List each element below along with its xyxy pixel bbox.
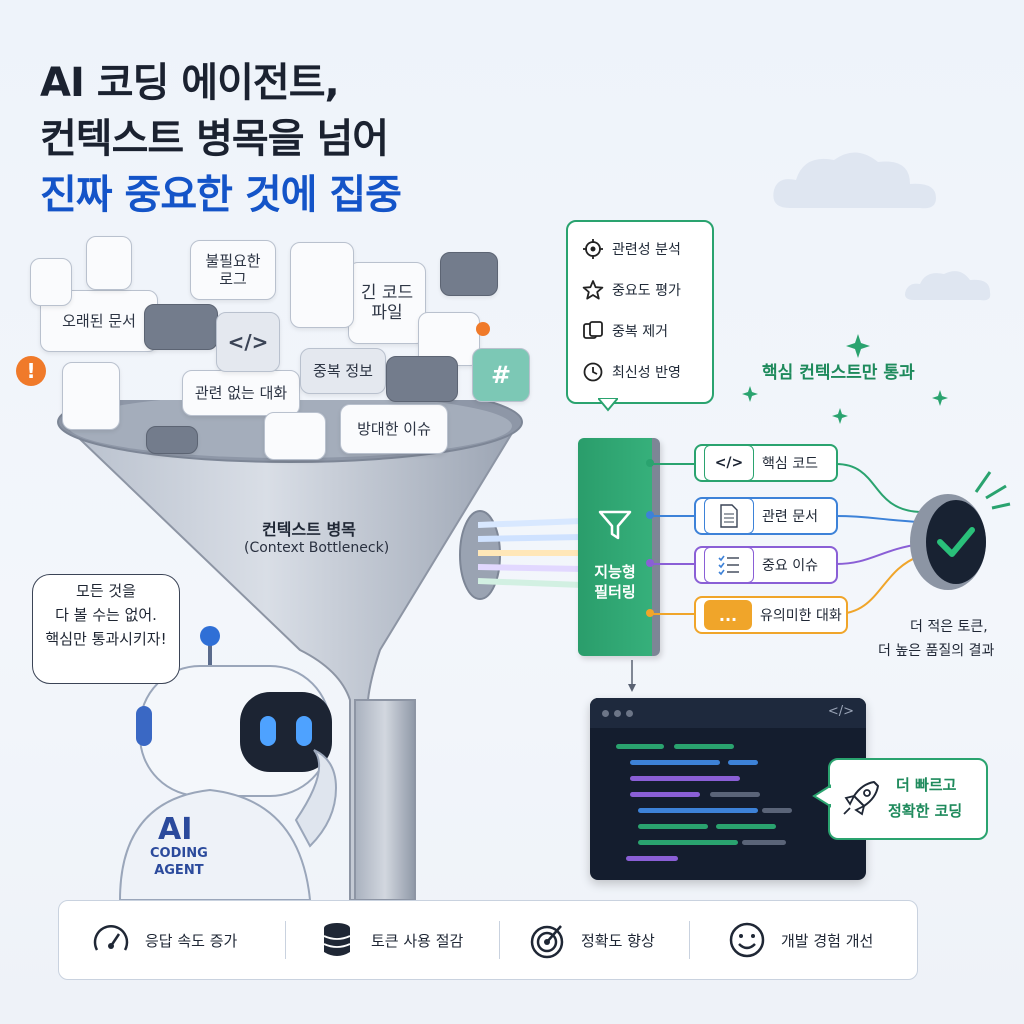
code-window-titlebar: </> bbox=[590, 698, 866, 728]
criteria-label: 관련성 분석 bbox=[612, 242, 681, 258]
result-line-1: 더 적은 토큰, bbox=[910, 619, 988, 635]
benefit-label: 토큰 사용 절감 bbox=[371, 931, 464, 950]
benefit-label: 정확도 향상 bbox=[581, 931, 655, 950]
robot-agent bbox=[118, 626, 338, 900]
criteria-dedup: 중복 제거 bbox=[582, 320, 668, 342]
title-line-1: AI 코딩 에이전트, bbox=[40, 60, 340, 106]
chat-bubble-dark-4 bbox=[146, 426, 198, 454]
benefit-accuracy: 정확도 향상 bbox=[527, 901, 655, 979]
note-long-code-file: 긴 코드 파일 bbox=[348, 262, 426, 344]
code-note: </> bbox=[216, 312, 280, 372]
crosshair-icon bbox=[583, 239, 603, 259]
funnel-label: 컨텍스트 병목 bbox=[262, 520, 356, 539]
note-duplicate-info: 중복 정보 bbox=[300, 348, 386, 394]
checklist-icon bbox=[704, 547, 754, 583]
criteria-label: 중복 제거 bbox=[612, 324, 668, 340]
result-check-badge bbox=[910, 471, 1011, 590]
output-label: 중요 이슈 bbox=[762, 558, 818, 574]
robot-speech-bubble: 모든 것을 다 볼 수는 없어. 핵심만 통과시키자! bbox=[32, 574, 180, 684]
output-key-issues: 중요 이슈 bbox=[694, 546, 838, 584]
cloud-icon bbox=[773, 152, 936, 209]
criteria-label: 최신성 반영 bbox=[612, 365, 681, 381]
divider bbox=[689, 921, 690, 959]
chat-bubble-dark-2 bbox=[440, 252, 498, 296]
note-unneeded-logs: 불필요한 로그 bbox=[190, 240, 276, 300]
hash-note: # bbox=[472, 348, 530, 402]
window-dot bbox=[602, 710, 609, 717]
menu-pointer bbox=[598, 398, 618, 412]
doc-note-1 bbox=[290, 242, 354, 328]
light-beams bbox=[478, 518, 582, 588]
output-related-docs: 관련 문서 bbox=[694, 497, 838, 535]
doc-note-3 bbox=[86, 236, 132, 290]
image-note-2 bbox=[264, 412, 326, 460]
criteria-label: 중요도 평가 bbox=[612, 283, 681, 299]
rocket-icon bbox=[843, 781, 879, 816]
sparkle-icons bbox=[742, 334, 948, 424]
output-meaningful-chat: ... 유의미한 대화 bbox=[694, 596, 848, 634]
robot-chest-sub: CODING AGENT bbox=[150, 846, 208, 878]
divider bbox=[499, 921, 500, 959]
window-dot bbox=[626, 710, 633, 717]
intelligent-filter: 지능형 필터링 bbox=[578, 438, 660, 656]
down-arrow-icon bbox=[628, 660, 636, 692]
output-label: 핵심 코드 bbox=[762, 456, 818, 472]
benefit-tokens: 토큰 사용 절감 bbox=[317, 901, 463, 979]
benefit-speed: 응답 속도 증가 bbox=[91, 901, 237, 979]
doc-note-4 bbox=[62, 362, 120, 430]
chat-icon: ... bbox=[704, 600, 752, 630]
filter-funnel-icon bbox=[598, 510, 632, 540]
output-core-code: </> 핵심 코드 bbox=[694, 444, 838, 482]
alert-icon: ! bbox=[16, 356, 46, 386]
star-icon bbox=[582, 280, 604, 300]
doc-note-2 bbox=[30, 258, 72, 306]
output-connectors bbox=[650, 463, 921, 615]
criteria-importance: 중요도 평가 bbox=[582, 279, 681, 301]
benefits-bar: 응답 속도 증가 토큰 사용 절감 정확도 향상 개발 경험 개선 bbox=[58, 900, 918, 980]
benefit-label: 응답 속도 증가 bbox=[145, 931, 238, 950]
output-label: 유의미한 대화 bbox=[760, 608, 842, 624]
cloud-small-icon bbox=[905, 271, 991, 301]
funnel-label-en: (Context Bottleneck) bbox=[244, 540, 390, 556]
benefit-label: 개발 경험 개선 bbox=[781, 931, 874, 950]
title-line-2: 컨텍스트 병목을 넘어 bbox=[40, 116, 389, 162]
criteria-relevance: 관련성 분석 bbox=[582, 238, 681, 260]
note-huge-issues: 방대한 이슈 bbox=[340, 404, 448, 454]
speedometer-icon bbox=[93, 925, 129, 951]
rocket-bubble: 더 빠르고 정확한 코딩 bbox=[828, 758, 988, 840]
code-icon: </> bbox=[704, 445, 754, 481]
criteria-recency: 최신성 반영 bbox=[582, 361, 681, 383]
target-icon bbox=[530, 925, 564, 959]
document-icon bbox=[704, 498, 754, 534]
rocket-line-1: 더 빠르고 bbox=[896, 776, 957, 794]
filter-label: 지능형 필터링 bbox=[594, 563, 636, 602]
dedup-icon bbox=[583, 321, 603, 339]
benefit-dev-experience: 개발 경험 개선 bbox=[727, 901, 873, 979]
rocket-bubble-tail bbox=[812, 784, 832, 808]
filter-criteria-panel: 관련성 분석 중요도 평가 중복 제거 최신성 반영 bbox=[566, 220, 714, 404]
smile-icon bbox=[729, 922, 765, 958]
robot-chest-title: AI bbox=[158, 812, 193, 847]
chat-bubble-dark-3 bbox=[386, 356, 458, 402]
title-line-3: 진짜 중요한 것에 집중 bbox=[40, 172, 402, 218]
code-editor-window: </> bbox=[590, 698, 866, 880]
clock-icon bbox=[583, 362, 603, 382]
divider bbox=[285, 921, 286, 959]
result-line-2: 더 높은 품질의 결과 bbox=[878, 643, 995, 659]
database-icon bbox=[323, 923, 351, 956]
rocket-line-2: 정확한 코딩 bbox=[888, 802, 963, 820]
pass-label: 핵심 컨텍스트만 통과 bbox=[762, 363, 915, 383]
chat-bubble-dark-1 bbox=[144, 304, 218, 350]
note-irrelevant-chat: 관련 없는 대화 bbox=[182, 370, 300, 416]
code-tag-icon: </> bbox=[827, 704, 854, 719]
window-dot bbox=[614, 710, 621, 717]
output-label: 관련 문서 bbox=[762, 509, 818, 525]
alert-dot-icon bbox=[476, 322, 490, 336]
